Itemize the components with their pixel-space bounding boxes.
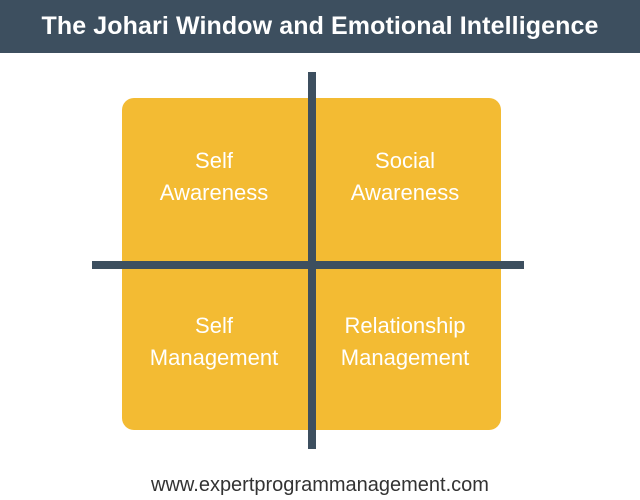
quadrant-label-line: Awareness — [350, 180, 460, 205]
quadrant-label-line: Relationship — [344, 313, 466, 338]
quadrant-label-line: Management — [149, 345, 279, 370]
quadrant-self-awareness: Self Awareness — [119, 145, 309, 209]
diagram-title: The Johari Window and Emotional Intellig… — [41, 12, 599, 40]
quadrant-relationship-management: Relationship Management — [310, 310, 500, 374]
source-url: www.expertprogrammanagement.com — [151, 474, 489, 496]
quadrant-social-awareness: Social Awareness — [310, 145, 500, 209]
quadrant-label-line: Self — [195, 148, 233, 173]
vertical-divider — [308, 72, 316, 449]
title-bar: The Johari Window and Emotional Intellig… — [0, 0, 640, 53]
quadrant-label-line: Social — [375, 148, 435, 173]
quadrant-label-line: Management — [340, 345, 470, 370]
quadrant-label-line: Self — [195, 313, 233, 338]
quadrant-self-management: Self Management — [119, 310, 309, 374]
horizontal-divider — [92, 261, 524, 269]
quadrant-label-line: Awareness — [159, 180, 269, 205]
